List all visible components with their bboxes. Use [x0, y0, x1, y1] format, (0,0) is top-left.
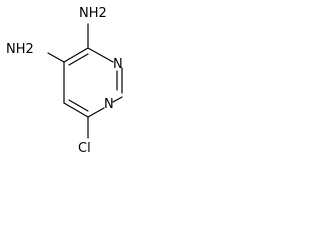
bond-c4-n3 [87, 47, 114, 63]
atom-label-cl: Cl [78, 141, 91, 155]
atom-label-nh2-top: NH2 [79, 6, 107, 21]
bond-c4-c5-double [68, 53, 89, 66]
bond-c4-c5-to-c4 [63, 47, 89, 63]
atom-label-nh2-left: NH2 [6, 42, 34, 57]
structure-canvas: NH2 NH2 N N Cl [0, 0, 146, 155]
pyrimidine-structure: NH2 NH2 N N Cl [6, 6, 123, 155]
bond-c5-nh2 [47, 52, 65, 63]
bond-c6-c5 [63, 102, 89, 118]
bond-c2-n1 [112, 96, 123, 103]
atom-label-n-lower: N [104, 97, 114, 112]
bond-n1-c6 [87, 107, 105, 118]
bond-c6-c5-double [68, 99, 89, 112]
atom-label-n-upper: N [113, 57, 123, 72]
